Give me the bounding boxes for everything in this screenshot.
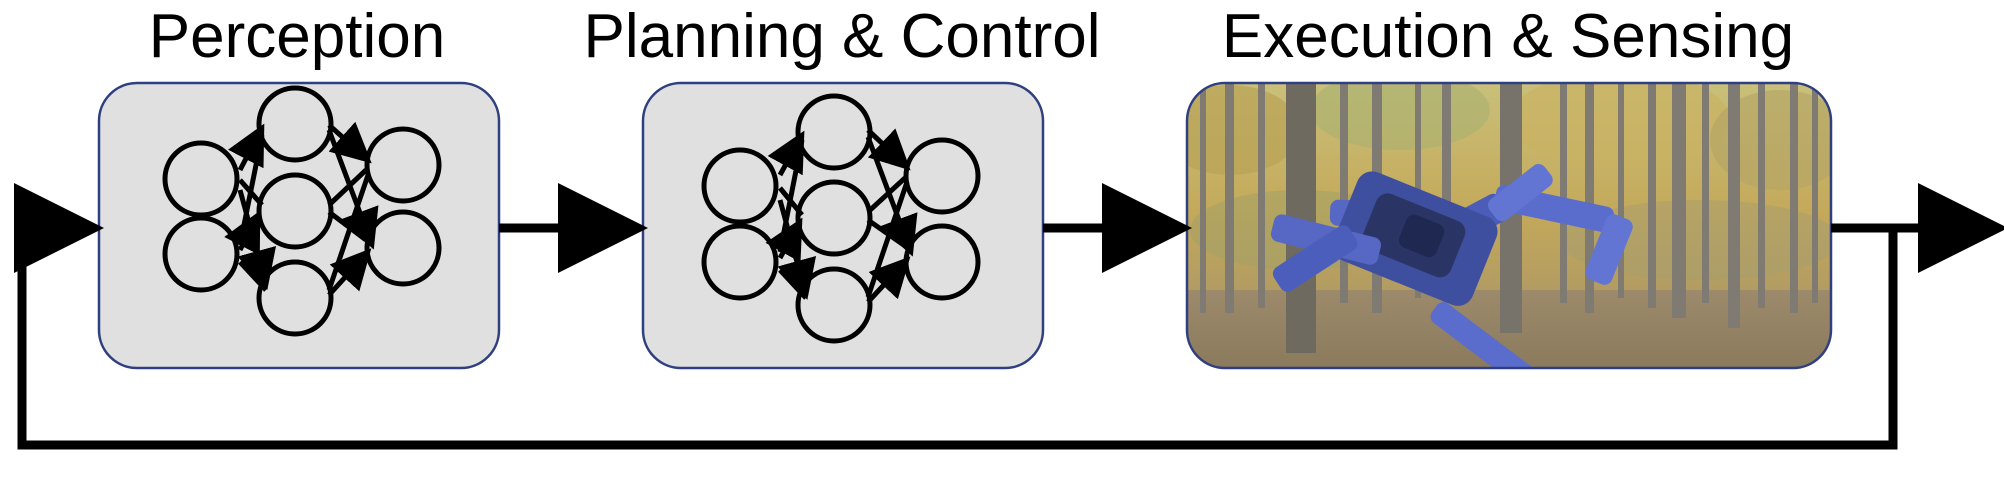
feedback-loop [17,224,1898,450]
drone-icon [1270,164,1633,368]
stage-title-planning-control: Planning & Control [584,2,1101,71]
stage-title-perception: Perception [149,2,445,71]
neural-network-icon [162,85,442,337]
planning-control-box [641,81,1045,370]
neural-network-icon [701,93,981,344]
drone-in-forest [1185,81,1833,370]
perception-box [97,81,501,370]
stage-title-execution-sensing: Execution & Sensing [1222,2,1794,71]
